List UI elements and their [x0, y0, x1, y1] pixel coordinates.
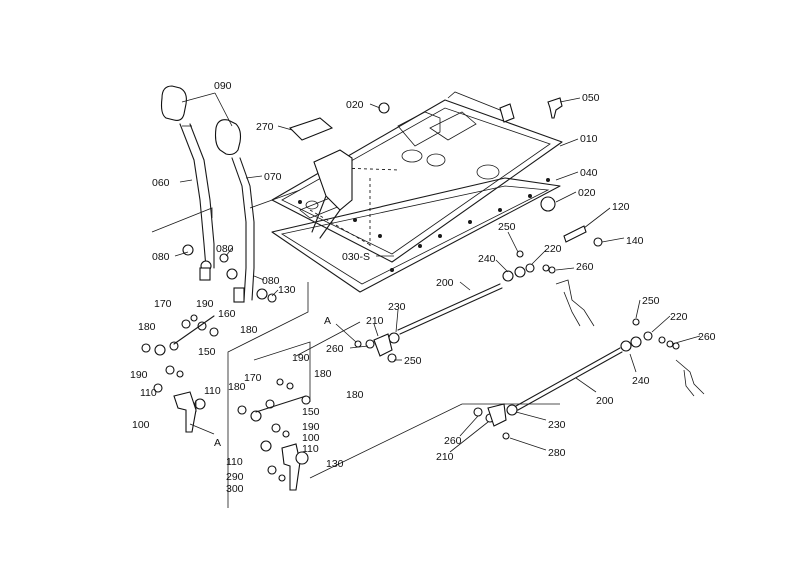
callout-150: 150	[302, 406, 320, 418]
callout-250: 250	[404, 355, 422, 367]
callout-170: 170	[154, 298, 172, 310]
callout-110: 110	[226, 456, 243, 468]
callout-030-S: 030-S	[342, 251, 370, 263]
callout-140: 140	[626, 235, 644, 247]
phantom-frame-lines	[151, 189, 560, 508]
rod-lower-200	[473, 318, 705, 440]
linkage-center-group	[237, 378, 311, 491]
linkage-left-group	[141, 314, 219, 433]
callout-190: 190	[292, 352, 310, 364]
lever-right-070	[214, 119, 255, 301]
callout-180: 180	[228, 381, 246, 393]
callout-090: 090	[214, 80, 232, 92]
callout-160: 160	[218, 308, 236, 320]
callout-110: 110	[302, 443, 319, 455]
callout-200: 200	[436, 277, 454, 289]
callout-080: 080	[216, 243, 234, 255]
lever-pivot-hardware	[182, 244, 277, 303]
callout-130: 130	[326, 458, 344, 470]
callout-250: 250	[498, 221, 516, 233]
callout-210: 210	[366, 315, 384, 327]
lever-left-060	[160, 85, 215, 269]
callout-180: 180	[314, 368, 332, 380]
callout-190: 190	[302, 421, 320, 433]
callout-100: 100	[302, 432, 320, 444]
floor-plate-assembly	[271, 91, 563, 293]
callout-110: 110	[140, 387, 157, 399]
leader-lines	[174, 97, 701, 453]
callout-220: 220	[670, 311, 688, 323]
callout-230: 230	[388, 301, 406, 313]
callout-120: 120	[612, 201, 630, 213]
callout-010: 010	[580, 133, 598, 145]
callout-070: 070	[264, 171, 282, 183]
callout-A: A	[324, 315, 331, 327]
misc-parts	[378, 97, 603, 247]
callout-150: 150	[198, 346, 216, 358]
callout-040: 040	[580, 167, 598, 179]
callout-220: 220	[544, 243, 562, 255]
callout-240: 240	[632, 375, 650, 387]
callout-180: 180	[346, 389, 364, 401]
callout-050: 050	[582, 92, 600, 104]
callout-240: 240	[478, 253, 496, 265]
pedal-pad-270	[288, 117, 353, 239]
callout-260: 260	[326, 343, 344, 355]
callout-110: 110	[204, 385, 221, 397]
callout-260: 260	[444, 435, 462, 447]
callout-180: 180	[240, 324, 258, 336]
callout-130: 130	[278, 284, 296, 296]
callout-080: 080	[262, 275, 280, 287]
callout-labels: 090 060 070 080 080 080 130 170 190 160 …	[130, 80, 716, 495]
callout-100: 100	[132, 419, 150, 431]
callout-020: 020	[578, 187, 596, 199]
callout-200: 200	[596, 395, 614, 407]
callout-270: 270	[256, 121, 274, 133]
callout-190: 190	[130, 369, 148, 381]
callout-250: 250	[642, 295, 660, 307]
callout-290: 290	[226, 471, 244, 483]
callout-190: 190	[196, 298, 214, 310]
callout-230: 230	[548, 419, 566, 431]
callout-260: 260	[576, 261, 594, 273]
callout-210: 210	[436, 451, 454, 463]
callout-260: 260	[698, 331, 716, 343]
callout-170: 170	[244, 372, 262, 384]
rod-upper-200	[354, 250, 595, 363]
callout-080: 080	[152, 251, 170, 263]
callout-A: A	[214, 437, 221, 449]
callout-180: 180	[138, 321, 156, 333]
callout-020: 020	[346, 99, 364, 111]
callout-060: 060	[152, 177, 170, 189]
callout-280: 280	[548, 447, 566, 459]
callout-300: 300	[226, 483, 244, 495]
